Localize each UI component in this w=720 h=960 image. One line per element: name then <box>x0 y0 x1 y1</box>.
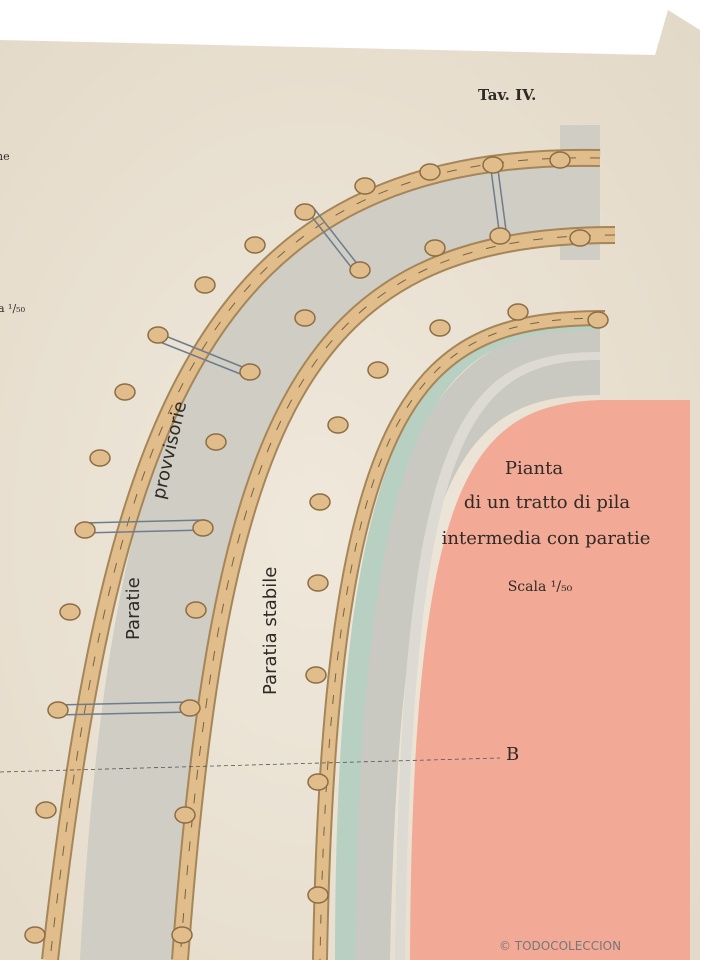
pile-head <box>194 276 216 294</box>
label-paratie: Paratie <box>123 577 144 640</box>
pile-head <box>185 601 207 619</box>
pile-head <box>309 493 331 511</box>
pile-head <box>239 363 261 381</box>
stable-cofferdam-joints <box>319 317 606 960</box>
pile-head <box>171 926 193 944</box>
pier-gray-ring <box>345 320 600 960</box>
pile-head <box>294 203 316 221</box>
stable-green-band <box>335 312 600 960</box>
title-line-2: di un tratto di pila <box>464 492 631 513</box>
pile-head <box>59 603 81 621</box>
pile-head <box>424 239 446 257</box>
pile-head <box>587 311 609 329</box>
pile-head <box>349 261 371 279</box>
plate-number: Tav. IV. <box>478 86 536 104</box>
pile-head <box>367 361 389 379</box>
pile-head <box>179 699 201 717</box>
pile-head <box>244 236 266 254</box>
pile-head <box>74 521 96 539</box>
pile-head <box>482 156 504 174</box>
pile-head <box>419 163 441 181</box>
pile-head <box>192 519 214 537</box>
inner-cofferdam-joints <box>179 234 616 960</box>
watermark-text: © TODOCOLECCION <box>499 939 621 953</box>
pile-head <box>305 666 327 684</box>
pile-head <box>549 151 571 169</box>
section-mark: B <box>506 744 519 765</box>
tie-bar <box>304 205 363 273</box>
title-block: Pianta di un tratto di pila intermedia c… <box>442 458 651 595</box>
margin-fragment: ne <box>0 150 10 163</box>
label-paratia-stabile: Paratia stabile <box>260 567 281 695</box>
pile-head <box>327 416 349 434</box>
pile-head <box>354 177 376 195</box>
title-scale: Scala ¹/₅₀ <box>508 579 573 595</box>
tie-bar <box>81 519 206 534</box>
pile-head <box>24 926 46 944</box>
margin-fragment: a ¹/₅₀ <box>0 302 26 315</box>
pile-head <box>47 701 69 719</box>
tie-bar <box>157 332 249 378</box>
pile-heads <box>24 151 609 944</box>
pile-head <box>569 229 591 247</box>
pile-head <box>35 801 57 819</box>
pile-head <box>89 449 111 467</box>
tie-bars <box>54 161 508 716</box>
pile-head <box>489 227 511 245</box>
title-line-3: intermedia con paratie <box>442 528 651 549</box>
pile-head <box>147 326 169 344</box>
pile-head <box>307 773 329 791</box>
pile-head <box>294 309 316 327</box>
tie-bar <box>489 161 508 239</box>
title-line-1: Pianta <box>505 458 563 479</box>
section-line <box>0 757 501 773</box>
pile-head <box>174 806 196 824</box>
tie-bar <box>54 701 193 716</box>
pile-head <box>307 574 329 592</box>
pile-head <box>205 433 227 451</box>
pile-head <box>114 383 136 401</box>
pile-head <box>307 886 329 904</box>
pier-body <box>410 400 690 960</box>
pile-head <box>429 319 451 337</box>
pile-head <box>507 303 529 321</box>
